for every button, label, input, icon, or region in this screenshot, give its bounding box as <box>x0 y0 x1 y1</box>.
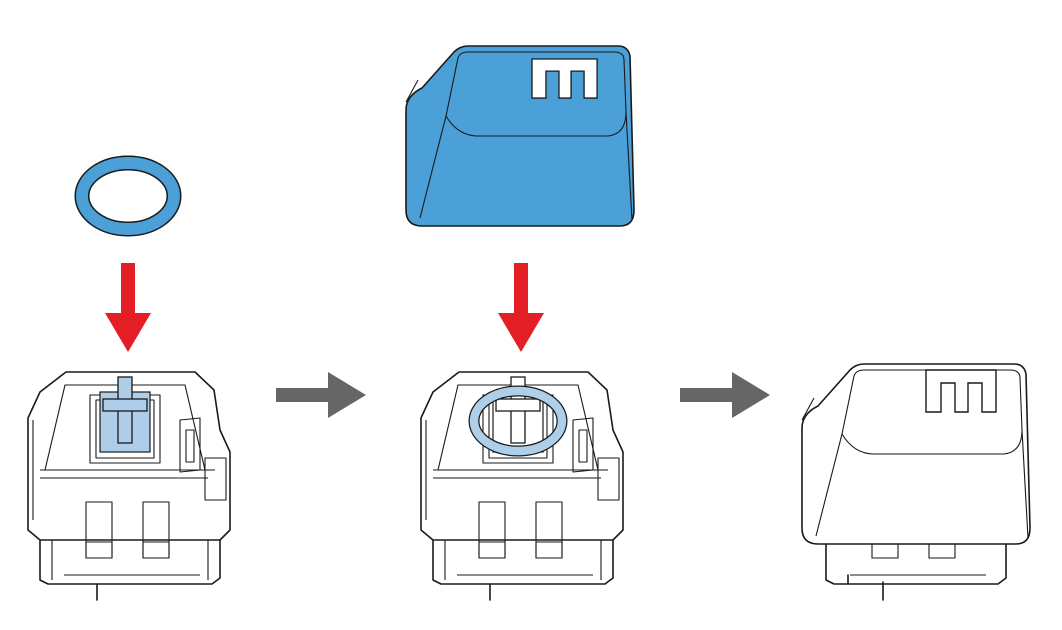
switch-1 <box>27 371 231 601</box>
next-arrow-1 <box>276 372 366 418</box>
keycap-blue <box>405 45 635 227</box>
keycap-outline <box>801 363 1031 545</box>
step-3 <box>801 363 1031 601</box>
keycap-legend <box>531 58 598 99</box>
down-arrow-2 <box>498 263 544 352</box>
assembled-switch <box>825 537 1007 601</box>
step-1 <box>27 155 231 601</box>
keycap-legend-outline <box>925 369 997 413</box>
next-arrow-2 <box>680 372 770 418</box>
down-arrow-1 <box>105 263 151 352</box>
step-2 <box>405 45 635 601</box>
switch-2 <box>420 371 624 601</box>
switch-stem <box>99 376 151 453</box>
